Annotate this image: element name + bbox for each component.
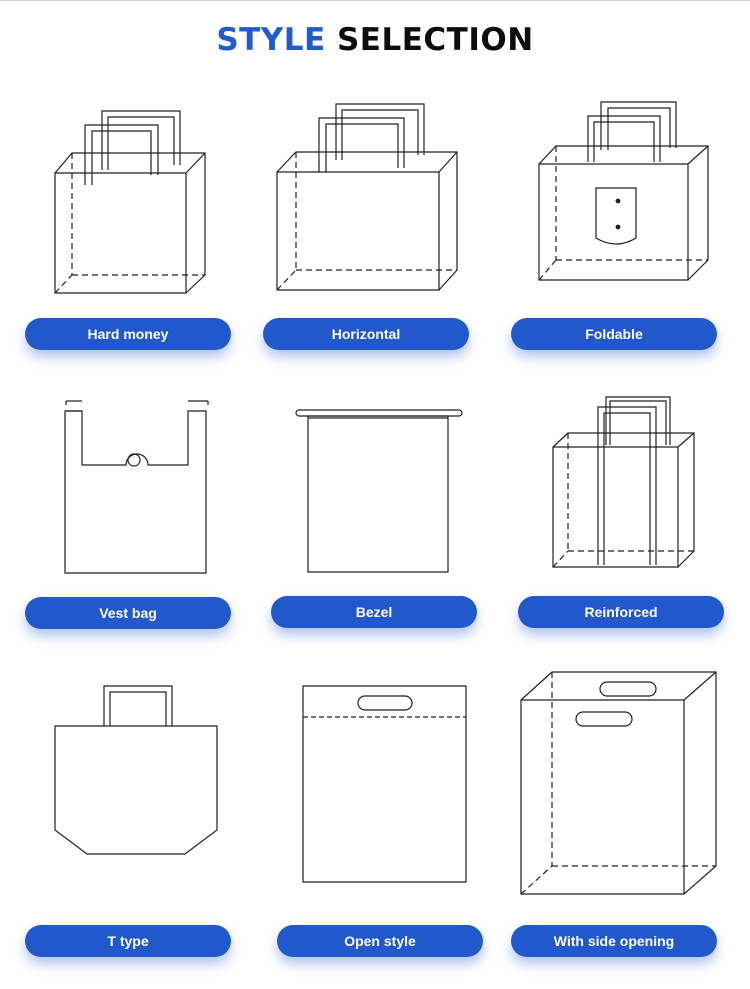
- top-divider: [0, 0, 750, 1]
- style-label-with-side-opening[interactable]: With side opening: [511, 925, 717, 957]
- style-label-reinforced[interactable]: Reinforced: [518, 596, 724, 628]
- side-opening-bag-icon: [518, 670, 720, 900]
- style-label-open-style[interactable]: Open style: [277, 925, 483, 957]
- foldable-bag-icon: [536, 100, 712, 285]
- page-title: STYLE SELECTION: [0, 22, 750, 58]
- tote-bag-handles-icon: [50, 105, 210, 295]
- title-word-style: STYLE: [216, 22, 326, 58]
- vest-bag-icon: [62, 397, 212, 577]
- style-label-foldable[interactable]: Foldable: [511, 318, 717, 350]
- reinforced-bag-icon: [550, 395, 700, 575]
- die-cut-bag-icon: [300, 684, 470, 886]
- horizontal-bag-icon: [274, 100, 460, 292]
- t-type-bag-icon: [52, 684, 222, 856]
- style-label-vest-bag[interactable]: Vest bag: [25, 597, 231, 629]
- style-label-horizontal[interactable]: Horizontal: [263, 318, 469, 350]
- style-label-hard-money[interactable]: Hard money: [25, 318, 231, 350]
- title-word-selection: SELECTION: [336, 22, 534, 58]
- drawstring-bag-icon: [294, 404, 466, 576]
- style-label-t-type[interactable]: T type: [25, 925, 231, 957]
- style-label-bezel[interactable]: Bezel: [271, 596, 477, 628]
